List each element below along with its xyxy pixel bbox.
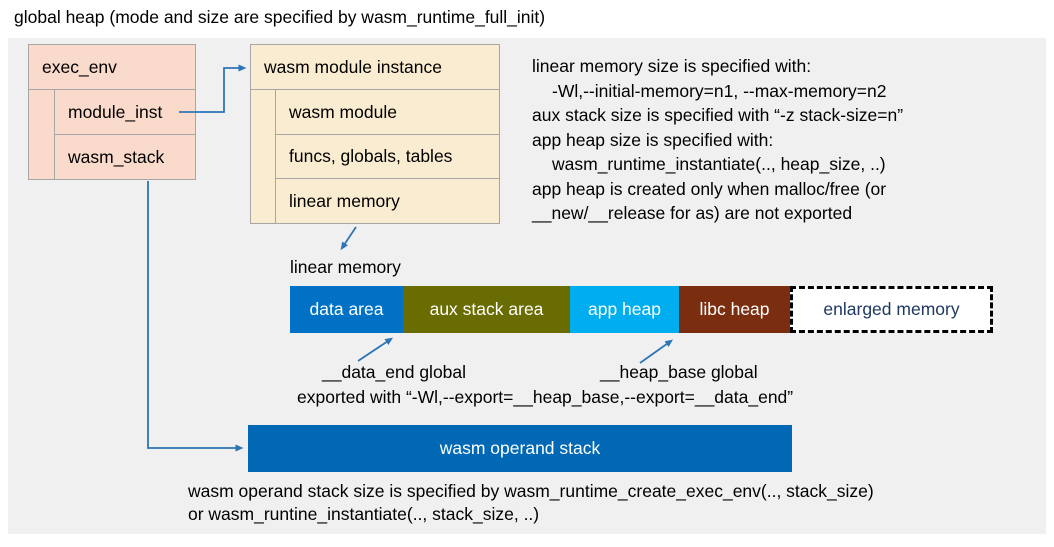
heap-base-global-label: __heap_base global (600, 362, 758, 382)
linear-memory-box: linear memory (289, 191, 400, 211)
note-line: -Wl,--initial-memory=n1, --max-memory=n2 (552, 80, 887, 101)
segment-aux-stack-area: aux stack area (403, 286, 570, 333)
wasm-module-box: wasm module (276, 90, 499, 135)
wasm-module-instance-body: wasm module funcs, globals, tables linea… (275, 90, 499, 223)
note-line: aux stack size is specified with “-z sta… (532, 105, 904, 125)
linear-memory-label: linear memory (290, 257, 401, 277)
note-line: __new/__release for as) are not exported (532, 203, 853, 223)
operand-stack-notes: wasm operand stack size is specified by … (188, 480, 874, 526)
note-line: or wasm_runtine_instantiate(.., stack_si… (188, 504, 540, 524)
segment-libc-heap: libc heap (679, 286, 790, 333)
note-line: linear memory size is specified with: (532, 56, 812, 76)
exec-env-box: exec_env module_inst wasm_stack (28, 44, 196, 180)
note-line: app heap size is specified with: (532, 129, 774, 150)
data-end-global-label: __data_end global (322, 362, 467, 382)
wasm-stack-box: wasm_stack (68, 147, 165, 167)
wasm-operand-stack-bar: wasm operand stack (248, 425, 792, 472)
diagram-title: global heap (mode and size are specified… (14, 7, 546, 27)
exec-env-label: exec_env (29, 45, 195, 90)
exec-env-body: module_inst wasm_stack (54, 90, 195, 179)
wasm-module-instance-box: wasm module instance wasm module funcs, … (250, 44, 500, 224)
wasm-operand-stack-label: wasm operand stack (439, 438, 601, 458)
note-line: wasm operand stack size is specified by … (188, 481, 874, 501)
module-inst-box: module_inst (55, 90, 195, 135)
memory-size-notes: linear memory size is specified with: -W… (532, 54, 1044, 226)
funcs-globals-tables-box: funcs, globals, tables (276, 135, 499, 179)
note-line: wasm_runtime_instantiate(.., heap_size, … (552, 154, 886, 174)
note-line: app heap is created only when malloc/fre… (532, 178, 887, 199)
segment-data-area: data area (290, 286, 403, 333)
segment-app-heap: app heap (570, 286, 679, 333)
wasm-module-instance-label: wasm module instance (251, 45, 499, 90)
exported-with-label: exported with “-Wl,--export=__heap_base,… (297, 387, 794, 407)
segment-enlarged-memory: enlarged memory (790, 286, 993, 333)
